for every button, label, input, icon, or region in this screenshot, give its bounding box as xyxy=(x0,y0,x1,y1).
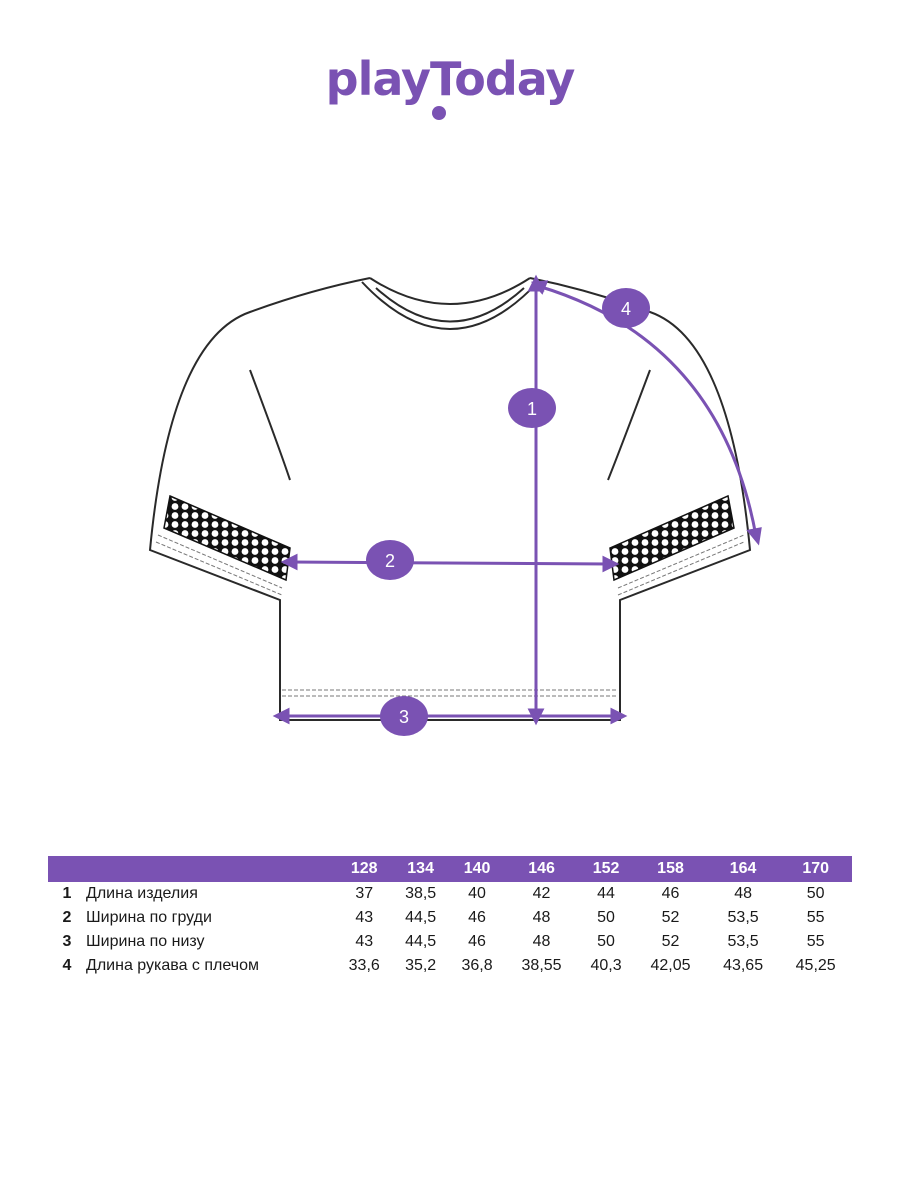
row-value: 53,5 xyxy=(727,909,759,926)
row-value: 44,5 xyxy=(405,933,437,950)
size-table: 128 134 140 146 152 158 164 170 1 Длина … xyxy=(48,856,852,978)
marker-4-label: 4 xyxy=(621,299,631,319)
row-value: 40 xyxy=(468,885,486,902)
size-header-cell: 140 xyxy=(448,856,506,882)
marker-2: 2 xyxy=(366,540,414,580)
table-row: 3 Ширина по низу 43 44,5 46 48 50 52 53,… xyxy=(48,930,852,954)
row-value: 44,5 xyxy=(405,909,437,926)
size-header-cell: 128 xyxy=(336,856,393,882)
row-number: 4 xyxy=(62,957,72,974)
measure-lines xyxy=(272,274,762,726)
row-value: 50 xyxy=(806,885,825,902)
row-value: 38,5 xyxy=(405,885,437,902)
row-value: 46 xyxy=(468,933,486,950)
row-value: 40,3 xyxy=(590,957,622,974)
row-number: 2 xyxy=(62,909,72,926)
size-header-cell: 158 xyxy=(634,856,707,882)
marker-1: 1 xyxy=(508,388,556,428)
logo-dot-icon xyxy=(432,106,446,120)
table-row: 4 Длина рукава с плечом 33,6 35,2 36,8 3… xyxy=(48,954,852,978)
row-value: 45,25 xyxy=(795,957,836,974)
size-header-blank xyxy=(48,856,336,882)
row-value: 50 xyxy=(597,909,615,926)
row-value: 50 xyxy=(597,933,615,950)
row-value: 44 xyxy=(597,885,615,902)
size-header-cell: 134 xyxy=(392,856,449,882)
row-value: 43 xyxy=(355,933,374,950)
row-name: Ширина по груди xyxy=(86,909,212,926)
row-name: Длина рукава с плечом xyxy=(86,957,259,974)
row-value: 38,55 xyxy=(521,957,562,974)
marker-3: 3 xyxy=(380,696,428,736)
row-value: 37 xyxy=(355,885,374,902)
tshirt-diagram: 1 2 3 4 xyxy=(148,274,762,736)
marker-3-label: 3 xyxy=(399,707,409,727)
row-number: 1 xyxy=(62,885,72,902)
row-value: 42,05 xyxy=(650,957,691,974)
row-value: 55 xyxy=(806,909,825,926)
size-header-cell: 170 xyxy=(779,856,852,882)
right-sleeve-mesh xyxy=(609,494,735,582)
marker-4: 4 xyxy=(602,288,650,328)
tshirt-outline xyxy=(148,277,752,721)
row-value: 48 xyxy=(532,909,551,926)
row-number: 3 xyxy=(62,933,72,950)
row-value: 35,2 xyxy=(405,957,437,974)
row-value: 46 xyxy=(661,885,680,902)
row-value: 36,8 xyxy=(461,957,493,974)
row-name: Длина изделия xyxy=(86,885,198,902)
brand-logo: playToday xyxy=(0,52,900,106)
row-name: Ширина по низу xyxy=(86,933,205,950)
row-value: 48 xyxy=(532,933,551,950)
marker-1-label: 1 xyxy=(527,399,537,419)
table-row: 2 Ширина по груди 43 44,5 46 48 50 52 53… xyxy=(48,906,852,930)
brand-logo-text: playToday xyxy=(325,52,576,106)
size-header-cell: 152 xyxy=(577,856,635,882)
size-header-cell: 146 xyxy=(505,856,578,882)
row-value: 52 xyxy=(661,933,680,950)
left-sleeve-mesh xyxy=(163,494,291,582)
row-value: 42 xyxy=(532,885,551,902)
table-row: 1 Длина изделия 37 38,5 40 42 44 46 48 5… xyxy=(48,882,852,906)
row-value: 33,6 xyxy=(348,957,380,974)
size-header-cell: 164 xyxy=(706,856,780,882)
marker-2-label: 2 xyxy=(385,551,395,571)
row-value: 48 xyxy=(734,885,752,902)
row-value: 43,65 xyxy=(723,957,764,974)
row-value: 52 xyxy=(661,909,680,926)
row-value: 43 xyxy=(355,909,374,926)
row-value: 46 xyxy=(468,909,486,926)
row-value: 55 xyxy=(806,933,825,950)
row-value: 53,5 xyxy=(727,933,759,950)
size-header-row: 128 134 140 146 152 158 164 170 xyxy=(48,856,852,882)
stitch-lines xyxy=(155,534,745,697)
